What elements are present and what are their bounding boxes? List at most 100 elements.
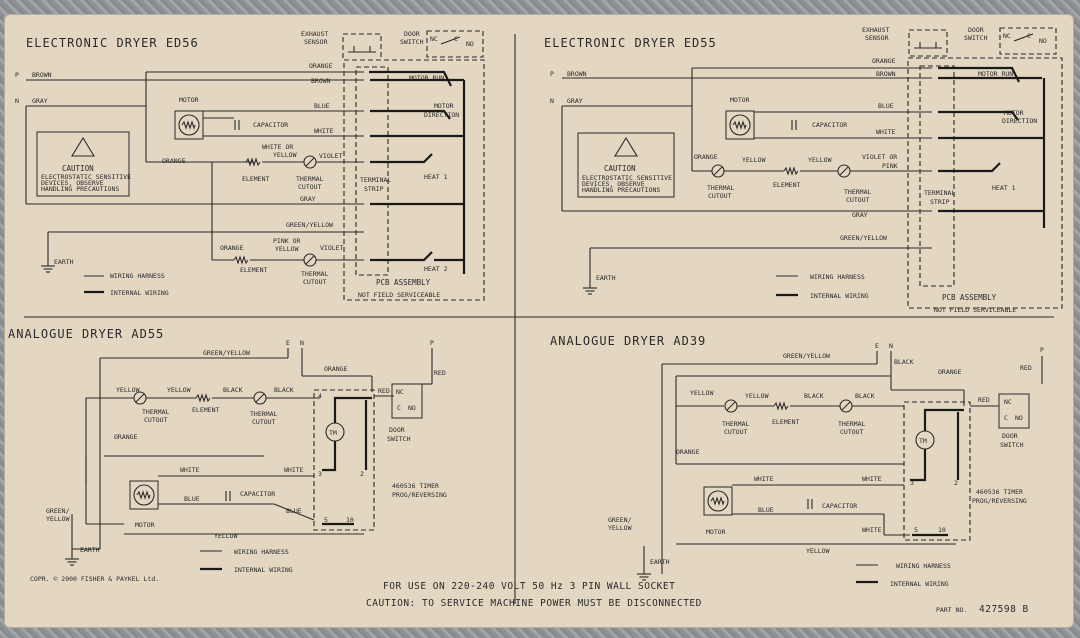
wiring-harness-label: WIRING HARNESS (110, 272, 165, 280)
green-yellow-label-ad55-2: GREEN/ (46, 507, 70, 515)
thermal-cutout-label-2: CUTOUT (298, 183, 322, 191)
pcb-assembly-box-ed55 (907, 57, 1063, 309)
not-field-serviceable-label: NOT FIELD SERVICEABLE (358, 291, 440, 299)
door-switch-label-2: SWITCH (400, 38, 424, 46)
earth-label-ad55: EARTH (80, 546, 100, 554)
earth-label-ad39: EARTH (650, 558, 670, 566)
thermal-cutout-label-ed55-3: THERMAL (844, 188, 871, 196)
thermal-cutout-label-ed55-4: CUTOUT (846, 196, 870, 204)
caution-box-ed55 (577, 132, 675, 198)
pcb-assembly-label-ed55: PCB ASSEMBLY (942, 293, 997, 302)
nc-label: NC (430, 35, 438, 43)
orange-label-ad55-2: ORANGE (114, 433, 138, 441)
thermal-cutout-icon-2 (303, 253, 317, 267)
gray-label-2: GRAY (300, 195, 316, 203)
wiring-harness-label-ed55: WIRING HARNESS (810, 273, 865, 281)
green-yellow-label-ad39: GREEN/YELLOW (783, 352, 830, 360)
element-label: ELEMENT (242, 175, 269, 183)
voltage-label: FOR USE ON 220-240 VOLT 50 Hz 3 PIN WALL… (383, 581, 675, 592)
thermal-cutout-icon-ed55-2 (837, 164, 851, 178)
capacitor-icon-ed55 (791, 119, 797, 131)
caution-text-2: DEVICES, OBSERVE (41, 179, 104, 187)
green-yellow-label-ad39-2: GREEN/ (608, 516, 632, 524)
no-label-ad39: NO (1015, 414, 1023, 422)
caution-text-ed55-2: DEVICES, OBSERVE (582, 180, 645, 188)
orange-label-ad39-2: ORANGE (676, 448, 700, 456)
thermal-cutout-label-ad55: THERMAL (142, 408, 169, 416)
gray-label: GRAY (32, 97, 48, 105)
orange-label-ed55: ORANGE (872, 57, 896, 65)
white-or-yellow-label: WHITE OR (262, 143, 293, 151)
thermal-cutout-label-ad39-4: CUTOUT (840, 428, 864, 436)
thermal-cutout-label-ad39: THERMAL (722, 420, 749, 428)
heat1-label: HEAT 1 (424, 173, 448, 181)
timer-box-ad39 (903, 401, 971, 541)
n-label-ad55: N (300, 339, 304, 347)
motor-run-label: MOTOR RUN (409, 74, 444, 82)
door-switch-label-ad39-2: SWITCH (1000, 441, 1024, 449)
white-label-ad39-2: WHITE (862, 475, 882, 483)
terminal-3-label-ad39: 3 (910, 479, 914, 487)
door-switch-label-ad39: DOOR (1002, 432, 1018, 440)
no-label-ad55: NO (408, 404, 416, 412)
brown-label-ed55-2: BROWN (876, 70, 896, 78)
ed56-title: ELECTRONIC DRYER ED56 (26, 36, 199, 50)
terminal-2-label: 2 (360, 470, 364, 478)
orange-label-3: ORANGE (220, 244, 244, 252)
orange-label-ad39: ORANGE (938, 368, 962, 376)
timer-label-ad39-2: PROG/REVERSING (972, 497, 1027, 505)
terminal-10-label: 10 (346, 516, 354, 524)
part-number: 427598 B (979, 604, 1029, 615)
blue-label-ad55: BLUE (184, 495, 200, 503)
p-label-ad55: P (430, 339, 434, 347)
n-label-ad39: N (889, 342, 893, 350)
yellow-label-ad55-3: YELLOW (214, 532, 238, 540)
motor-direction-label: MOTOR (434, 102, 454, 110)
terminal-5-label: 5 (324, 516, 328, 524)
caution-text-ed55-1: ELECTROSTATIC SENSITIVE (582, 174, 672, 182)
e-label-ad55: E (286, 339, 290, 347)
caution-text-ed55-3: HANDLING PRECAUTIONS (582, 186, 660, 194)
caution-text-3: HANDLING PRECAUTIONS (41, 185, 119, 193)
c-label-ad39: C (1004, 414, 1008, 422)
timer-label-ad55-2: PROG/REVERSING (392, 491, 447, 499)
motor-label: MOTOR (179, 96, 199, 104)
motor-icon (174, 110, 204, 140)
earth-ground-icon-ed55 (582, 287, 598, 295)
not-field-serviceable-label-ed55: NOT FIELD SERVICEABLE (934, 306, 1016, 314)
nc-label-ed55: NC (1003, 32, 1011, 40)
door-switch-label: DOOR (404, 30, 420, 38)
no-label: NO (466, 40, 474, 48)
red-label-ad55-2: RED (378, 387, 390, 395)
door-switch-label-ad55: DOOR (389, 426, 405, 434)
terminal-strip-box (355, 66, 389, 276)
motor-icon-ad55 (129, 480, 159, 510)
exhaust-sensor-label-2: SENSOR (304, 38, 328, 46)
black-label-ad39: BLACK (894, 358, 914, 366)
thermal-cutout-label: THERMAL (296, 175, 323, 183)
terminal-strip-label-ed55: TERMINAL (924, 189, 955, 197)
copyright-label: COPR. © 2000 FISHER & PAYKEL Ltd. (30, 575, 159, 583)
motor-icon-ad39 (703, 486, 733, 516)
part-no-label: PART NO. (936, 606, 967, 614)
c-label-ad55: C (397, 404, 401, 412)
black-label-ad39-2: BLACK (804, 392, 824, 400)
ad55-title: ANALOGUE DRYER AD55 (8, 327, 164, 341)
thermal-cutout-label-ad55-2: CUTOUT (144, 416, 168, 424)
internal-wiring-label-ad55: INTERNAL WIRING (234, 566, 293, 574)
white-label: WHITE (314, 127, 334, 135)
capacitor-label-ad55: CAPACITOR (240, 490, 275, 498)
violet-label-2: VIOLET (320, 244, 344, 252)
element-icon-ed55 (783, 167, 799, 175)
terminal-4-label: 4 (318, 392, 322, 400)
motor-label-ad55: MOTOR (135, 521, 155, 529)
orange-label: ORANGE (309, 62, 333, 70)
terminal-10-label-ad39: 10 (938, 526, 946, 534)
n-label: N (15, 97, 19, 105)
earth-ground-icon (40, 265, 56, 273)
white-label-ad39: WHITE (754, 475, 774, 483)
timer-label-ad39: 460536 TIMER (976, 488, 1023, 496)
gray-label-ed55-2: GRAY (852, 211, 868, 219)
green-yellow-label: GREEN/YELLOW (286, 221, 333, 229)
panel-ed56: ELECTRONIC DRYER ED56 EXHAUST SENSOR DOO… (15, 30, 485, 301)
